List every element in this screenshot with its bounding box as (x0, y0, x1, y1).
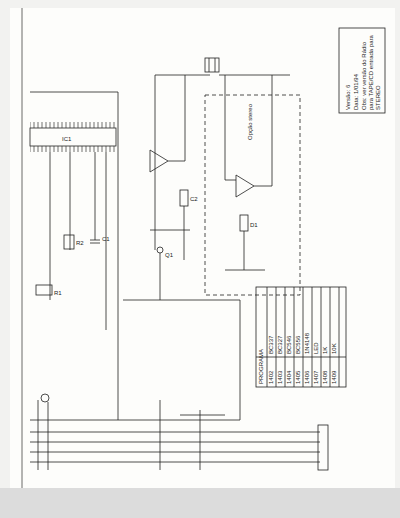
schematic-label: 1403 (277, 371, 284, 384)
schematic-label: 1407 (313, 371, 320, 384)
schematic-label: R2 (76, 240, 84, 247)
schematic-label: 1406 (304, 371, 311, 384)
schematic-label: 1408 (322, 371, 329, 384)
schematic-label: BC337 (268, 336, 275, 354)
schematic-label: 1405 (295, 371, 302, 384)
schematic-label: LED (313, 342, 320, 354)
schematic-label: Data: 1/01/94 (353, 74, 360, 110)
schematic-label: C1 (102, 236, 110, 243)
schematic-label: 1409 (331, 371, 338, 384)
schematic-label: D1 (250, 222, 258, 229)
schematic-label: BC327 (277, 336, 284, 354)
schematic-label: Obs: ver versão do Rádio para TAPE/CD en… (361, 30, 382, 110)
schematic-label: 1K (322, 347, 329, 354)
schematic-label: BC556 (295, 336, 302, 354)
schematic-label: C2 (190, 196, 198, 203)
schematic-label: 1404 (286, 371, 293, 384)
schematic-label: R1 (54, 290, 62, 297)
schematic-label: IC1 (62, 136, 71, 143)
schematic-label: PROGRAMA (258, 349, 265, 384)
schematic-label: 1N4148 (304, 333, 311, 354)
schematic-label: Q1 (165, 252, 173, 259)
schematic-label: 1402 (268, 371, 275, 384)
schematic-label: BC546 (286, 336, 293, 354)
schematic-label: 10K (331, 343, 338, 354)
schematic-label: Versão: 6 (345, 85, 352, 110)
schematic-label: Opção stereo (247, 104, 254, 140)
